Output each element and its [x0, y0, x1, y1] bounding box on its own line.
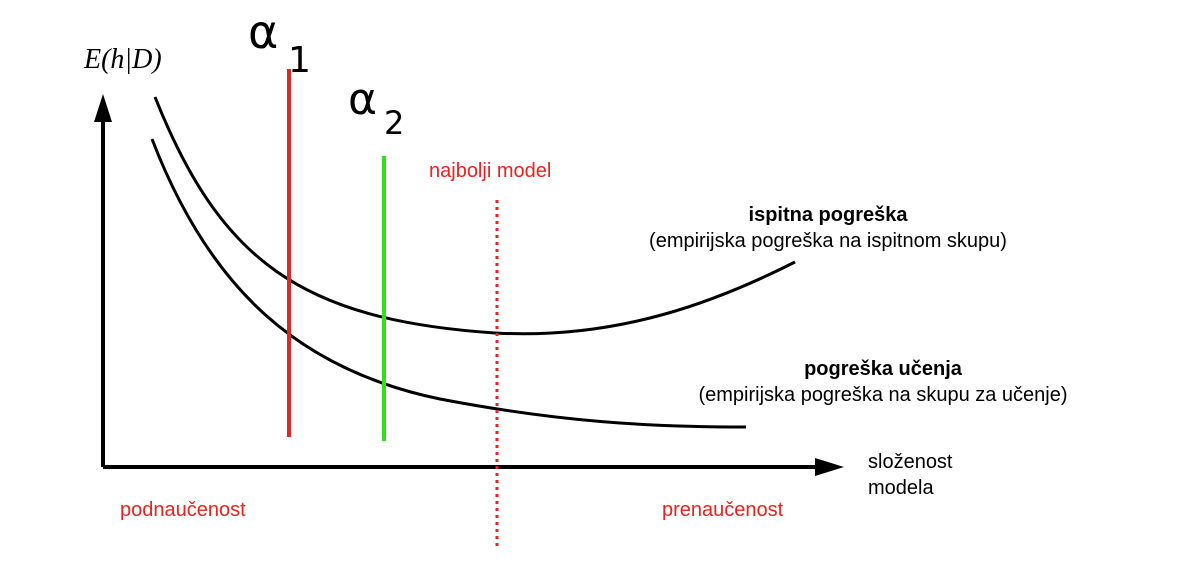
test-error-subtitle: (empirijska pogreška na ispitnom skupu) [649, 230, 1007, 252]
training-error-title: pogreška učenja [804, 358, 962, 380]
y-axis-arrowhead [94, 94, 112, 122]
underfitting-label: podnaučenost [120, 499, 246, 521]
test-error-legend: ispitna pogreška (empirijska pogreška na… [618, 202, 1038, 254]
training-error-legend: pogreška učenja (empirijska pogreška na … [668, 356, 1098, 408]
x-axis-label-line1: složenost [868, 451, 953, 473]
overfitting-label: prenaučenost [662, 499, 784, 521]
alpha1-subscript: 1 [288, 40, 311, 81]
alpha1-label: α [248, 5, 278, 59]
training-error-subtitle: (empirijska pogreška na skupu za učenje) [698, 384, 1068, 406]
training-error-curve [150, 138, 747, 429]
best-model-label: najbolji model [429, 160, 552, 182]
x-axis-label-line2: modela [868, 477, 934, 499]
x-axis-label: složenost modela [868, 449, 953, 501]
alpha2-subscript: 2 [384, 104, 404, 142]
test-error-curve [153, 96, 796, 336]
test-error-title: ispitna pogreška [748, 204, 908, 226]
x-axis-arrowhead [815, 458, 844, 476]
alpha2-label: α [348, 74, 377, 125]
y-axis-label: E(h|D) [84, 44, 162, 75]
